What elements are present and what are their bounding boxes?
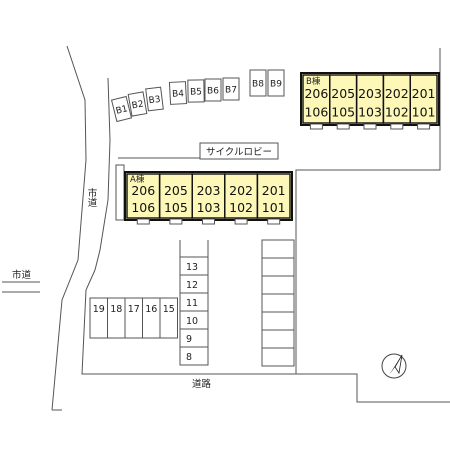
unit-number-lower: 101	[262, 200, 286, 215]
parking-space-label: 16	[145, 304, 157, 315]
parking-center: 13 12 11 10 9 8	[179, 240, 209, 366]
unit-number-lower: 103	[358, 104, 382, 119]
unit-number-lower: 105	[164, 200, 188, 215]
parking-space-15: 15	[159, 297, 178, 339]
unit-number-upper: 203	[358, 86, 382, 101]
unit-number-upper: 206	[131, 183, 155, 198]
cycle-lobby: サイクルロビー	[199, 142, 279, 160]
cycle-lobby-label: サイクルロビー	[206, 147, 272, 158]
bike-slot-b9: B9	[267, 69, 285, 97]
unit-number-upper: 202	[385, 86, 409, 101]
bike-slot-label: B2	[131, 100, 144, 112]
bike-slot-label: B8	[252, 80, 264, 90]
bike-slot-label: B7	[225, 86, 237, 96]
unit-number-lower: 102	[229, 200, 253, 215]
parking-space-label: 10	[186, 316, 198, 327]
parking-space-unnumbered	[261, 275, 295, 295]
city-road-label-vertical: 市道	[86, 187, 98, 208]
parking-space-unnumbered	[261, 257, 295, 277]
bike-slot-b3: B3	[145, 86, 164, 112]
parking-space-9: 9	[179, 328, 209, 348]
parking-space-18: 18	[107, 297, 126, 339]
parking-space-unnumbered	[261, 293, 295, 313]
parking-space-unnumbered	[261, 311, 295, 331]
building-a-label: A棟	[130, 174, 145, 185]
building-b-label: B棟	[306, 76, 321, 87]
bike-slot-label: B4	[172, 89, 185, 100]
unit-number-lower: 105	[331, 104, 355, 119]
bike-slot-b7: B7	[222, 77, 240, 101]
parking-space-16: 16	[142, 297, 161, 339]
unit-number-upper: 205	[164, 183, 188, 198]
unit-number-lower: 103	[197, 200, 221, 215]
unit-number-lower: 101	[412, 104, 436, 119]
city-road-label-left: 市道	[12, 269, 32, 281]
bike-slot-b5: B5	[187, 79, 205, 103]
unit-number-upper: 206	[304, 86, 328, 101]
parking-left: 19 18 17 16 15	[89, 297, 178, 339]
bike-slot-b4: B4	[168, 81, 188, 105]
bike-slot-label: B3	[148, 95, 161, 106]
unit-number-lower: 106	[304, 104, 328, 119]
unit-number-upper: 203	[197, 183, 221, 198]
road-label-bottom: 道路	[192, 378, 212, 390]
parking-space-label: 11	[186, 298, 198, 309]
parking-space-13: 13	[179, 256, 209, 276]
parking-space-10: 10	[179, 310, 209, 330]
unit-number-lower: 102	[385, 104, 409, 119]
parking-space-11: 11	[179, 292, 209, 312]
parking-space-unnumbered	[261, 347, 295, 367]
bike-slot-b2: B2	[127, 91, 148, 117]
bike-slot-b6: B6	[204, 78, 222, 102]
parking-space-label: 13	[186, 262, 198, 273]
parking-space-unnumbered	[261, 239, 295, 259]
parking-space-unnumbered	[261, 329, 295, 349]
parking-space-label: 17	[128, 304, 140, 315]
bike-slot-b8: B8	[249, 69, 267, 97]
bike-slot-label: B6	[207, 87, 219, 97]
north-arrow-icon	[381, 353, 407, 379]
unit-number-upper: 205	[331, 86, 355, 101]
bike-slot-label: B1	[115, 104, 129, 117]
bike-slot-label: B9	[270, 80, 282, 90]
parking-space-label: 19	[93, 304, 105, 315]
parking-space-label: 12	[186, 280, 198, 291]
parking-right	[261, 239, 295, 367]
parking-space-label: 15	[163, 304, 175, 315]
bike-slot-label: B5	[190, 87, 202, 97]
unit-number-upper: 201	[412, 86, 436, 101]
bike-slot-b1: B1	[110, 95, 133, 123]
parking-space-label: 9	[186, 334, 192, 345]
parking-space-8: 8	[179, 346, 209, 366]
unit-number-upper: 202	[229, 183, 253, 198]
parking-space-19: 19	[89, 297, 108, 339]
parking-space-12: 12	[179, 274, 209, 294]
parking-space-label: 8	[186, 352, 192, 363]
parking-space-label: 18	[110, 304, 122, 315]
parking-space-17: 17	[124, 297, 143, 339]
unit-number-lower: 106	[131, 200, 155, 215]
unit-number-upper: 201	[262, 183, 286, 198]
